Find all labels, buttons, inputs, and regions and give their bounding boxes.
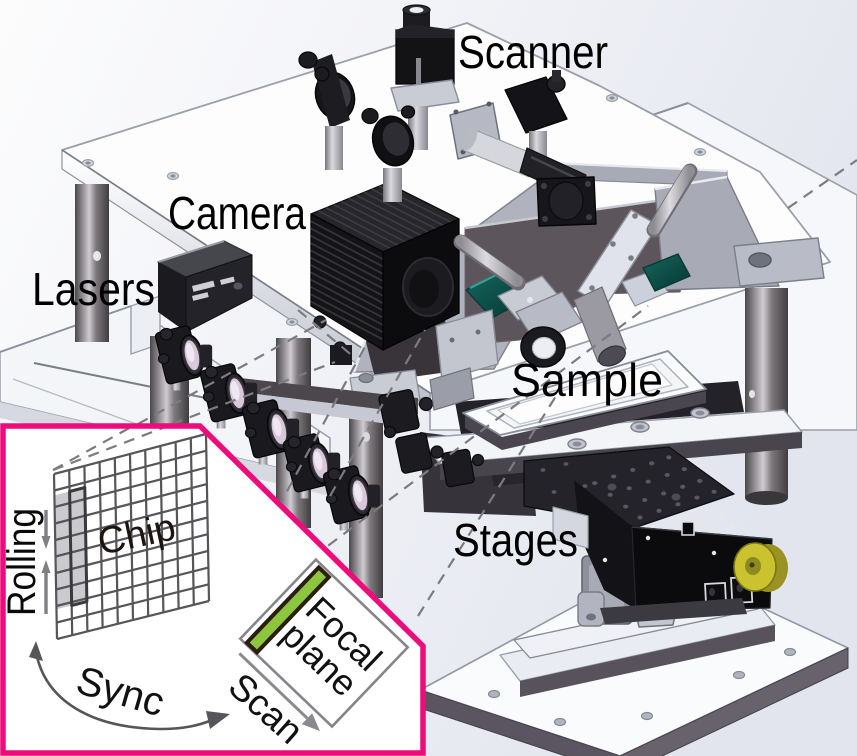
svg-text:Stages: Stages — [453, 514, 578, 566]
svg-text:Rolling: Rolling — [0, 508, 44, 616]
svg-text:Sample: Sample — [511, 354, 663, 406]
svg-text:Scanner: Scanner — [458, 26, 608, 78]
svg-text:Camera: Camera — [168, 187, 306, 239]
svg-text:Lasers: Lasers — [32, 263, 155, 315]
